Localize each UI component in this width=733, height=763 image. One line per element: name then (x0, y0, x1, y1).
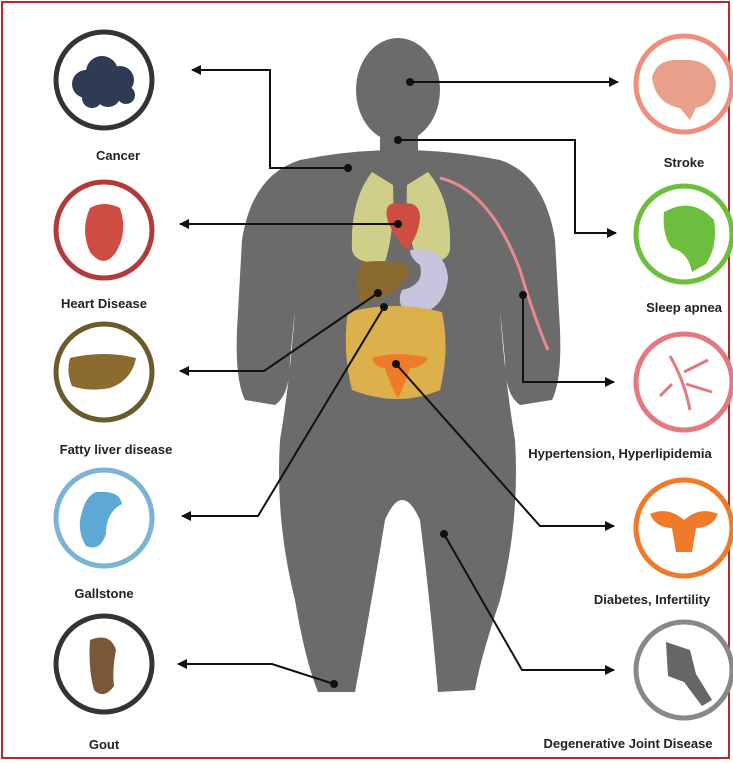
foot-icon (90, 638, 117, 695)
label-heart-disease: Heart Disease (61, 296, 147, 311)
label-hypertension: Hypertension, Hyperlipidemia (528, 446, 712, 461)
label-cancer: Cancer (96, 148, 140, 163)
label-stroke: Stroke (664, 155, 704, 170)
joint-circle (636, 622, 732, 718)
label-gallstone: Gallstone (74, 586, 133, 601)
label-joint-disease: Degenerative Joint Disease (543, 736, 712, 751)
label-fatty-liver: Fatty liver disease (60, 442, 173, 457)
label-diabetes: Diabetes, Infertility (594, 592, 710, 607)
gallstone-circle (56, 470, 152, 566)
diabetes-circle (636, 480, 732, 576)
gout-circle (56, 616, 152, 712)
sleep-apnea-circle (636, 186, 732, 282)
stroke-circle (636, 36, 732, 132)
label-gout: Gout (89, 737, 119, 752)
hypertension-circle (636, 334, 732, 430)
fatty-liver-circle (56, 324, 152, 420)
label-sleep-apnea: Sleep apnea (646, 300, 722, 315)
cancer-circle (56, 32, 152, 128)
heart-disease-circle (56, 182, 152, 278)
